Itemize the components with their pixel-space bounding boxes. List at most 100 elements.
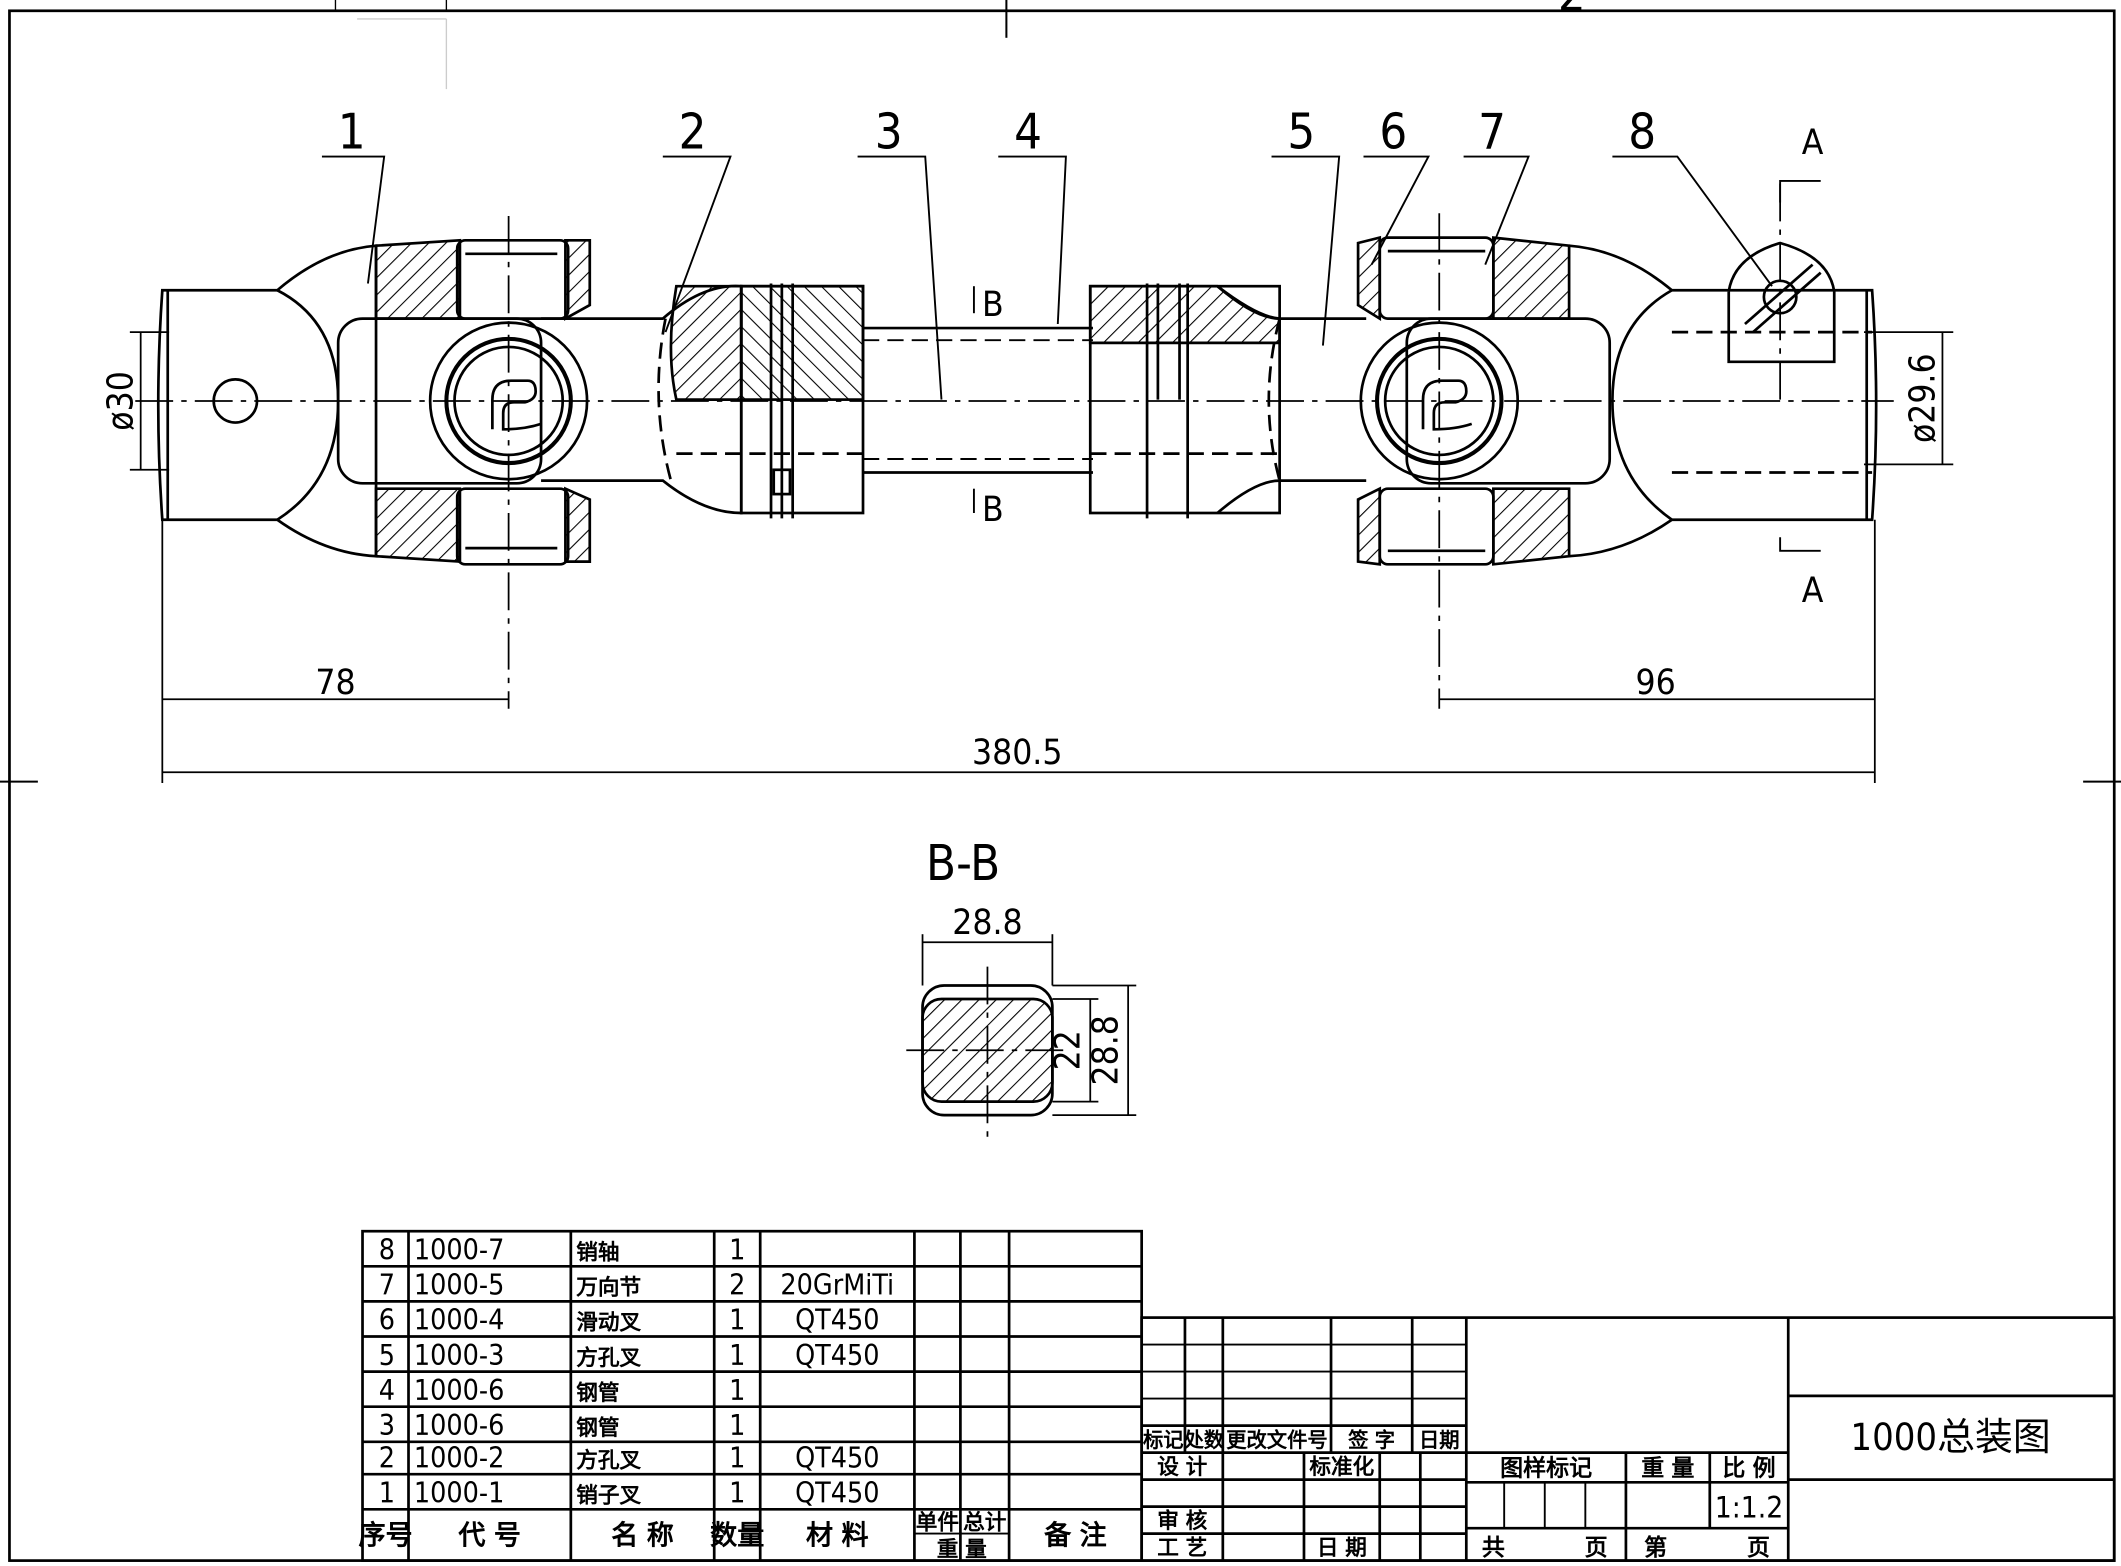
hdr-qty: 数量 [710,1520,764,1551]
section-b-label-top: B [982,284,1004,325]
dim-len-total: 380.5 [972,732,1063,773]
row-name: 方孔叉 [576,1447,641,1473]
row-name: 万向节 [576,1275,641,1301]
row-name: 销子叉 [576,1484,641,1509]
row-code: 1000-1 [414,1477,504,1510]
row-qty: 1 [729,1339,745,1372]
balloon-leaders [321,155,1773,400]
balloon-3: 3 [875,105,903,161]
parts-list-header: 序号 代 号 名 称 数量 材 料 单件 总计 重 量 备 注 [358,1510,1106,1563]
section-view-title: B-B [926,836,1000,892]
row-qty: 1 [729,1304,745,1337]
hdr-code: 代 号 [457,1520,521,1551]
hdr-unit-weight: 单件 [916,1511,959,1536]
row-material: QT450 [795,1441,879,1474]
section-a-label-top: A [1802,122,1824,163]
shaft-assembly-view [129,155,1954,783]
row-name: 销轴 [576,1240,619,1266]
row-no: 6 [379,1304,395,1337]
left-square-yoke [541,283,865,519]
rev-sign: 签 字 [1347,1428,1395,1452]
tb-page-unit-1: 页 [1585,1535,1608,1561]
row-no: 4 [379,1374,395,1407]
title-block-grid [1140,1316,2116,1562]
row-name: 滑动叉 [576,1311,641,1336]
rev-file: 更改文件号 [1226,1428,1327,1452]
row-name: 钢管 [576,1380,619,1406]
rev-count: 处数 [1183,1428,1225,1452]
row-qty: 1 [729,1477,745,1510]
dim-len-right: 96 [1636,662,1676,703]
row-code: 1000-5 [414,1269,504,1302]
row-no: 8 [379,1234,395,1267]
row-material: 20GrMiTi [780,1269,894,1302]
dim-len-left: 78 [315,662,355,703]
hdr-name: 名 称 [611,1519,674,1551]
balloon-6: 6 [1379,105,1407,161]
balloon-7: 7 [1478,105,1506,161]
center-tube [863,326,1093,474]
tb-scale-value: 1:1.2 [1715,1490,1784,1525]
left-bearing-caps [374,238,592,566]
tb-scale-label: 比 例 [1722,1456,1775,1482]
balloon-8: 8 [1628,105,1656,161]
tb-review: 审 核 [1157,1508,1207,1534]
hdr-no: 序号 [358,1519,412,1551]
row-no: 2 [379,1441,395,1474]
part-balloons: 1 2 3 4 5 6 7 8 [338,105,1656,161]
tb-weight: 重 量 [1641,1456,1694,1482]
tb-sheet-no: 第 [1644,1534,1667,1561]
drawing-title: 1000总装图 [1850,1415,2050,1459]
row-code: 1000-3 [414,1339,504,1372]
row-name: 钢管 [576,1415,619,1441]
sec-dim-inner: 22 [1047,1030,1088,1070]
dim-dia-right: ø29.6 [1902,353,1943,443]
right-bearing-caps [1356,235,1571,566]
row-qty: 1 [729,1441,745,1474]
balloon-5: 5 [1287,105,1315,161]
row-code: 1000-4 [414,1304,504,1337]
tb-pattern-mark: 图样标记 [1500,1455,1592,1482]
tb-design: 设 计 [1157,1455,1207,1480]
tb-total-pages: 共 [1482,1535,1505,1561]
hdr-remarks: 备 注 [1043,1519,1107,1551]
row-material: QT450 [795,1304,879,1337]
frame-zone-number: 2 [1558,0,1586,23]
row-no: 3 [379,1409,395,1442]
dimension-lines [129,331,1954,783]
row-name: 方孔叉 [576,1345,641,1371]
row-code: 1000-6 [414,1409,504,1442]
parts-list-rows: 8 1000-7 销轴 1 7 1000-5 万向节 2 20GrMiTi 6 1000-4 滑动叉 1… [379,1234,894,1510]
parts-list-grid [361,1229,1144,1562]
title-block-text: 标记 处数 更改文件号 签 字 日期 设 计 标准化 审 核 工 艺 日 期 图… [1143,1415,2051,1561]
tb-standardize: 标准化 [1309,1454,1374,1480]
hdr-total-weight: 总计 [963,1510,1007,1536]
row-qty: 2 [729,1269,745,1302]
row-no: 7 [379,1269,395,1302]
hdr-weight: 重 量 [937,1538,987,1563]
centerlines [135,183,1894,709]
hdr-material: 材 料 [806,1520,869,1551]
sec-dim-height: 28.8 [1085,1015,1126,1085]
row-material: QT450 [795,1477,879,1510]
row-no: 5 [379,1339,395,1372]
sec-dim-width: 28.8 [952,902,1022,943]
balloon-2: 2 [679,105,707,161]
section-b-label-bottom: B [982,489,1004,530]
rev-date: 日期 [1419,1428,1460,1452]
right-square-yoke [1088,283,1367,519]
tb-date: 日 期 [1317,1536,1367,1561]
rev-mark: 标记 [1143,1428,1184,1452]
row-qty: 1 [729,1234,745,1267]
section-a-markers [1779,179,1821,552]
row-qty: 1 [729,1374,745,1407]
dim-dia-left: ø30 [101,371,142,430]
row-qty: 1 [729,1409,745,1442]
row-no: 1 [379,1477,395,1510]
section-a-label-bottom: A [1802,570,1824,611]
tb-process: 工 艺 [1157,1535,1207,1561]
right-slide-yoke [1405,241,1878,558]
row-code: 1000-7 [414,1234,504,1267]
